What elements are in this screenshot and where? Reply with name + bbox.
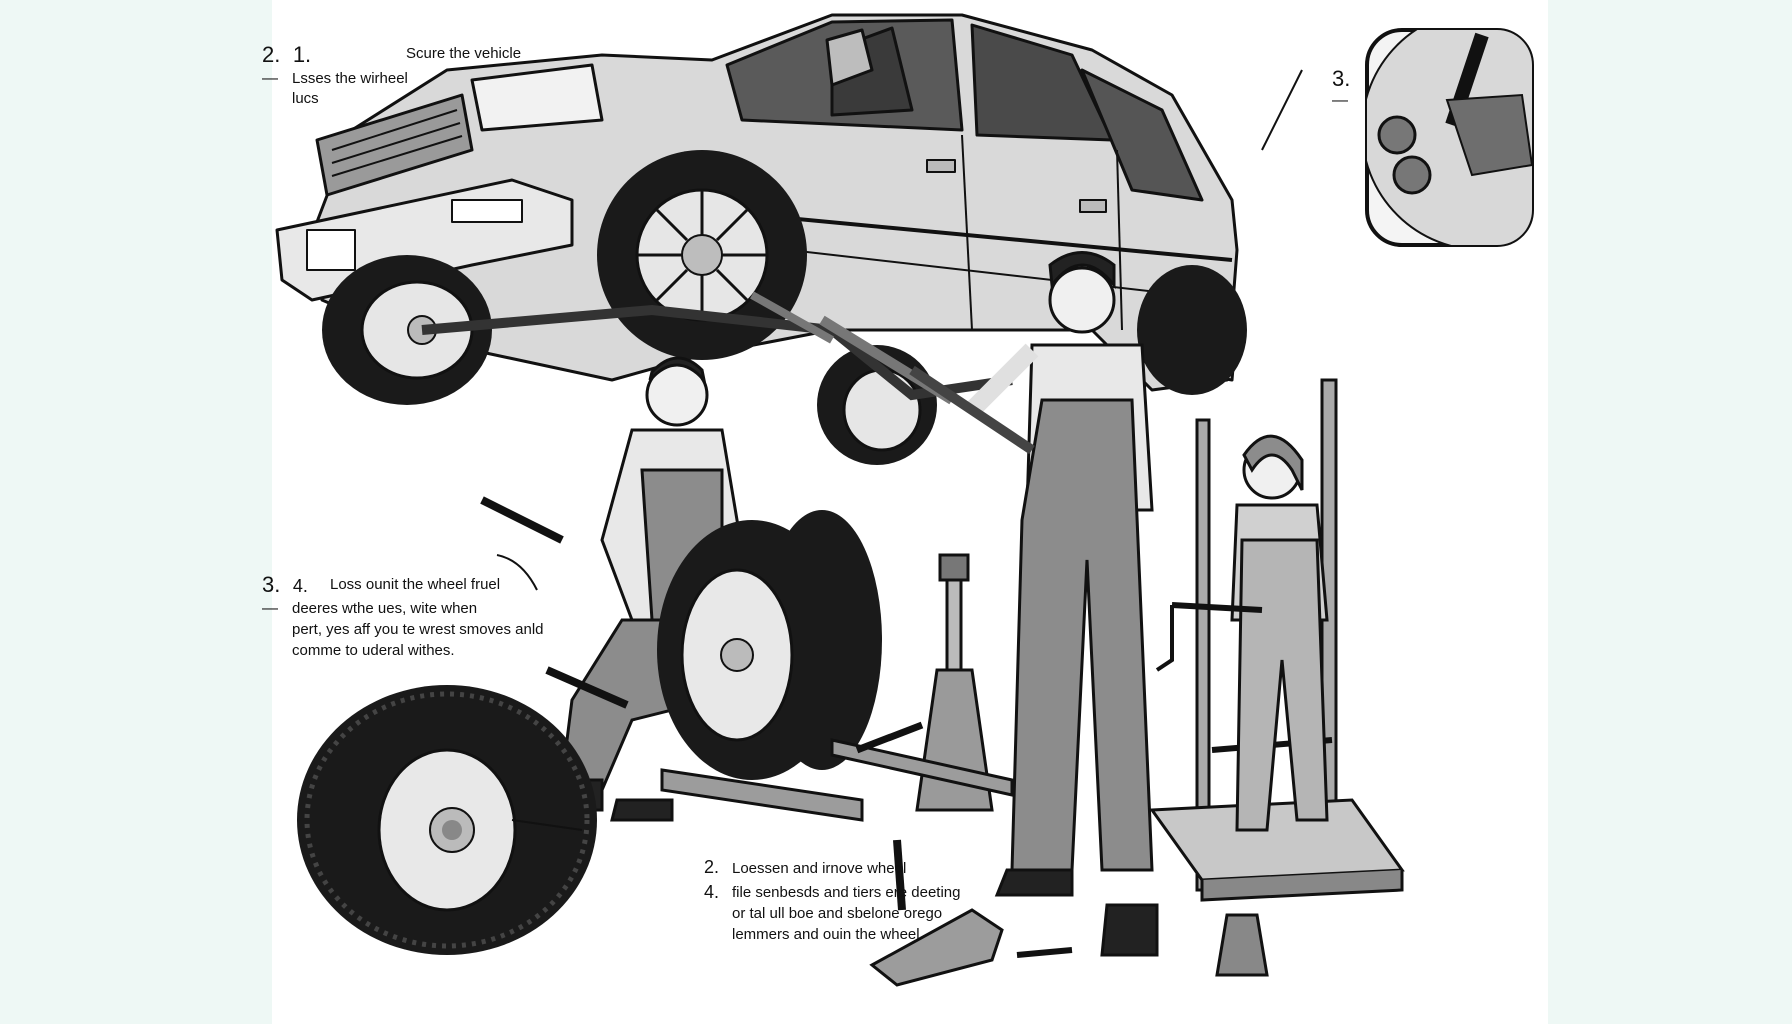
step3-mid-number-a: 3. [262, 572, 281, 597]
step3-mid-caption: 3. 4. [262, 572, 308, 598]
step1-line2: lucs [292, 90, 319, 107]
spare-pointer-arrow [511, 819, 583, 831]
right-margin-panel [1548, 0, 1792, 1024]
tire-change-illustration [275, 13, 1534, 987]
step3-mid-line1: Loss ounit the wheel fruel [330, 576, 501, 593]
step3-mid-line4: comme to uderal withes. [292, 642, 455, 659]
mechanic-standing [965, 251, 1159, 957]
step1-title: Scure the vehicle [406, 45, 522, 62]
step3-mid-dash: — [262, 600, 278, 617]
step1-dash: — [262, 70, 278, 87]
floor-rails [660, 738, 1014, 822]
step3-mid-line2: deeres wthe ues, wite when [292, 600, 478, 617]
step1-number-b: 1. [292, 42, 312, 67]
step3-mid-line3: pert, yes aff you te wrest smoves anld [292, 621, 544, 638]
lug-nut-detail-inset [1365, 28, 1534, 247]
step3-mid-number-b: 4. [292, 576, 308, 596]
left-margin-panel [0, 0, 272, 1024]
spare-tire [297, 685, 597, 955]
step3-top-number: 3. [1332, 66, 1351, 91]
step2-bottom-line3: or tal ull boe and sbelone orego [732, 905, 943, 922]
suv-left-wheel [322, 255, 492, 405]
removed-tire [657, 510, 882, 780]
step1-caption: 2. 1. [262, 42, 311, 68]
floor-jack [869, 908, 1004, 987]
mechanic-on-lift [1155, 434, 1329, 832]
step2-bottom-number-a: 2. [704, 857, 720, 877]
step2-bottom-line2: file senbesds and tiers ere deeting [732, 884, 961, 901]
step1-line1: Lsses the wirheel [292, 70, 408, 87]
step2-bottom-line4: lemmers and ouin the wheel [732, 926, 920, 943]
instruction-canvas: 2. 1. Scure the vehicle — Lsses the wirh… [262, 0, 1548, 1024]
step3-top-dash: — [1332, 92, 1348, 109]
suv-far-rear-wheel [1137, 265, 1247, 395]
step3-pointer-arrow [496, 554, 538, 591]
inset-pointer-line [1261, 69, 1303, 151]
step2-bottom-number-b: 4. [704, 882, 720, 902]
scattered-lug-bolts [480, 496, 1073, 958]
step2-bottom-line1: Loessen and irnove wheel [732, 860, 907, 877]
step1-number-a: 2. [262, 42, 281, 67]
